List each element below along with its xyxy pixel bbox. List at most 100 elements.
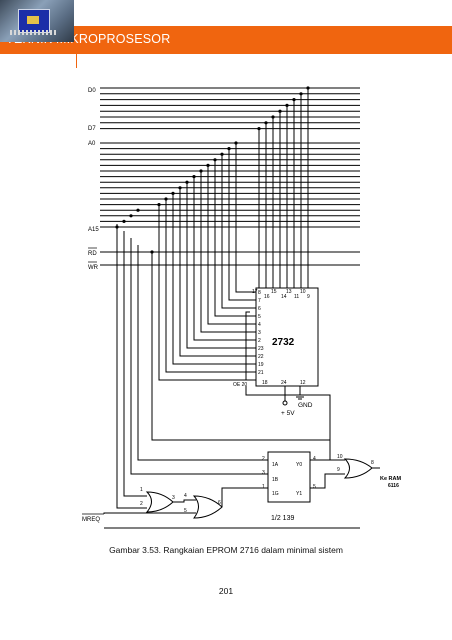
address-tap-line: [235, 143, 256, 293]
eprom-top-pin: 14: [281, 294, 287, 300]
eprom-left-pin: 22: [258, 354, 264, 360]
label-mreq: MREQ: [82, 517, 100, 523]
vcc-label: + 5V: [281, 410, 295, 417]
label-a0: A0: [88, 141, 96, 147]
label-d7: D7: [88, 126, 96, 132]
eprom-top-pin: 11: [294, 294, 299, 300]
eprom-left-pin: 8: [258, 290, 261, 296]
gate3-pin-8: 8: [371, 460, 374, 466]
eprom-name: 2732: [272, 337, 295, 348]
label-wr: WR: [88, 265, 99, 271]
decoder-pin-1: 1: [262, 484, 265, 490]
eprom-left-pin: 6: [258, 306, 261, 312]
junction-dot: [129, 214, 133, 218]
decoder-name: 1/2 139: [271, 515, 294, 522]
chip-thumbnail-image: [0, 0, 74, 42]
eprom-left-pin: 19: [258, 362, 264, 368]
gate1-pin-2: 2: [140, 501, 143, 507]
eprom-top-pin: 9: [307, 294, 310, 300]
junction-dot: [185, 180, 189, 184]
junction-dot: [136, 208, 140, 212]
eprom-pin-18: 18: [262, 380, 268, 386]
address-tap-line: [200, 171, 256, 333]
ram-label-line2: 6116: [388, 483, 399, 489]
ram-label-line1: Ke RAM: [380, 476, 402, 482]
junction-dot: [171, 191, 175, 195]
junction-dot: [227, 147, 231, 151]
junction-dot: [271, 115, 275, 119]
junction-dot: [213, 158, 217, 162]
eprom-pin-24: 24: [281, 380, 287, 386]
eprom-left-pin: 23: [258, 346, 264, 352]
eprom-top-pin: 15: [271, 289, 277, 295]
figure-caption: Gambar 3.53. Rangkaian EPROM 2716 dalam …: [109, 545, 343, 555]
junction-dot: [306, 86, 310, 90]
gate1-pin-3: 3: [172, 495, 175, 501]
eprom-left-pin: 21: [258, 370, 264, 376]
decoder-pin-2: 2: [262, 456, 265, 462]
eprom-left-pin: 2: [258, 338, 261, 344]
junction-dot: [157, 203, 161, 207]
junction-dot: [178, 186, 182, 190]
eprom-top-pin: 16: [264, 294, 270, 300]
gate2-pin-5: 5: [184, 508, 187, 514]
decoder-out-y1: Y1: [296, 491, 302, 497]
decoder-chip: [267, 451, 311, 503]
junction-dot: [234, 141, 238, 145]
decoder-out-y0: Y0: [296, 462, 302, 468]
junction-dot: [220, 152, 224, 156]
or-gate-2: [192, 495, 223, 519]
address-tap-line: [207, 165, 256, 325]
eprom-chip: [255, 287, 319, 387]
address-tap-line: [228, 148, 256, 301]
eprom-left-pin: 4: [258, 322, 261, 328]
address-tap-line: [214, 159, 256, 317]
page-header: TEKNIK MIKROPROSESOR: [0, 0, 452, 70]
junction-dot: [278, 109, 282, 113]
gnd-label: GND: [298, 402, 313, 409]
label-a15: A15: [88, 227, 99, 233]
eprom-left-pin: 5: [258, 314, 261, 320]
address-tap-line: [193, 176, 256, 341]
address-tap-line: [158, 204, 246, 381]
eprom-top-pin: 10: [300, 289, 306, 295]
junction-dot: [192, 175, 196, 179]
eprom-left-pin: 3: [258, 330, 261, 336]
decoder-pin-5: 5: [313, 484, 316, 490]
address-tap-line: [186, 182, 256, 349]
decoder-in-1b: 1B: [272, 477, 279, 483]
or-gate-3: [343, 458, 373, 479]
address-tap-line: [221, 154, 256, 309]
eprom-top-pin: 13: [286, 289, 292, 295]
decoder-in-1a: 1A: [272, 462, 279, 468]
label-d0: D0: [88, 88, 96, 94]
decoder-pin-3: 3: [262, 470, 265, 476]
junction-dot: [264, 121, 268, 125]
eprom-pin-12: 12: [300, 380, 306, 386]
decoder-in-1g: 1G: [272, 491, 279, 497]
eprom-left-pin: 7: [258, 298, 261, 304]
address-tap-line: [179, 187, 256, 357]
address-tap-line: [165, 199, 256, 373]
junction-dot: [285, 103, 289, 107]
header-divider: [76, 54, 77, 68]
junction-dot: [199, 169, 203, 173]
gate2-pin-4: 4: [184, 493, 187, 499]
junction-dot: [164, 197, 168, 201]
gate2-pin-6: 6: [218, 500, 221, 506]
eprom-pin-oe: OE 20: [233, 382, 247, 388]
gate3-pin-9: 9: [337, 467, 340, 473]
gate1-pin-1: 1: [140, 487, 143, 493]
address-tap-line: [172, 193, 256, 365]
page-number: 201: [218, 586, 234, 596]
junction-dot: [122, 219, 126, 223]
junction-dot: [257, 127, 261, 131]
junction-dot: [292, 98, 296, 102]
decoder-pin-4: 4: [313, 456, 316, 462]
junction-dot: [299, 92, 303, 96]
label-rd: RD: [88, 251, 97, 257]
title-band: TEKNIK MIKROPROSESOR: [0, 26, 452, 54]
junction-dot: [206, 163, 210, 167]
gate3-pin-10: 10: [337, 454, 343, 460]
